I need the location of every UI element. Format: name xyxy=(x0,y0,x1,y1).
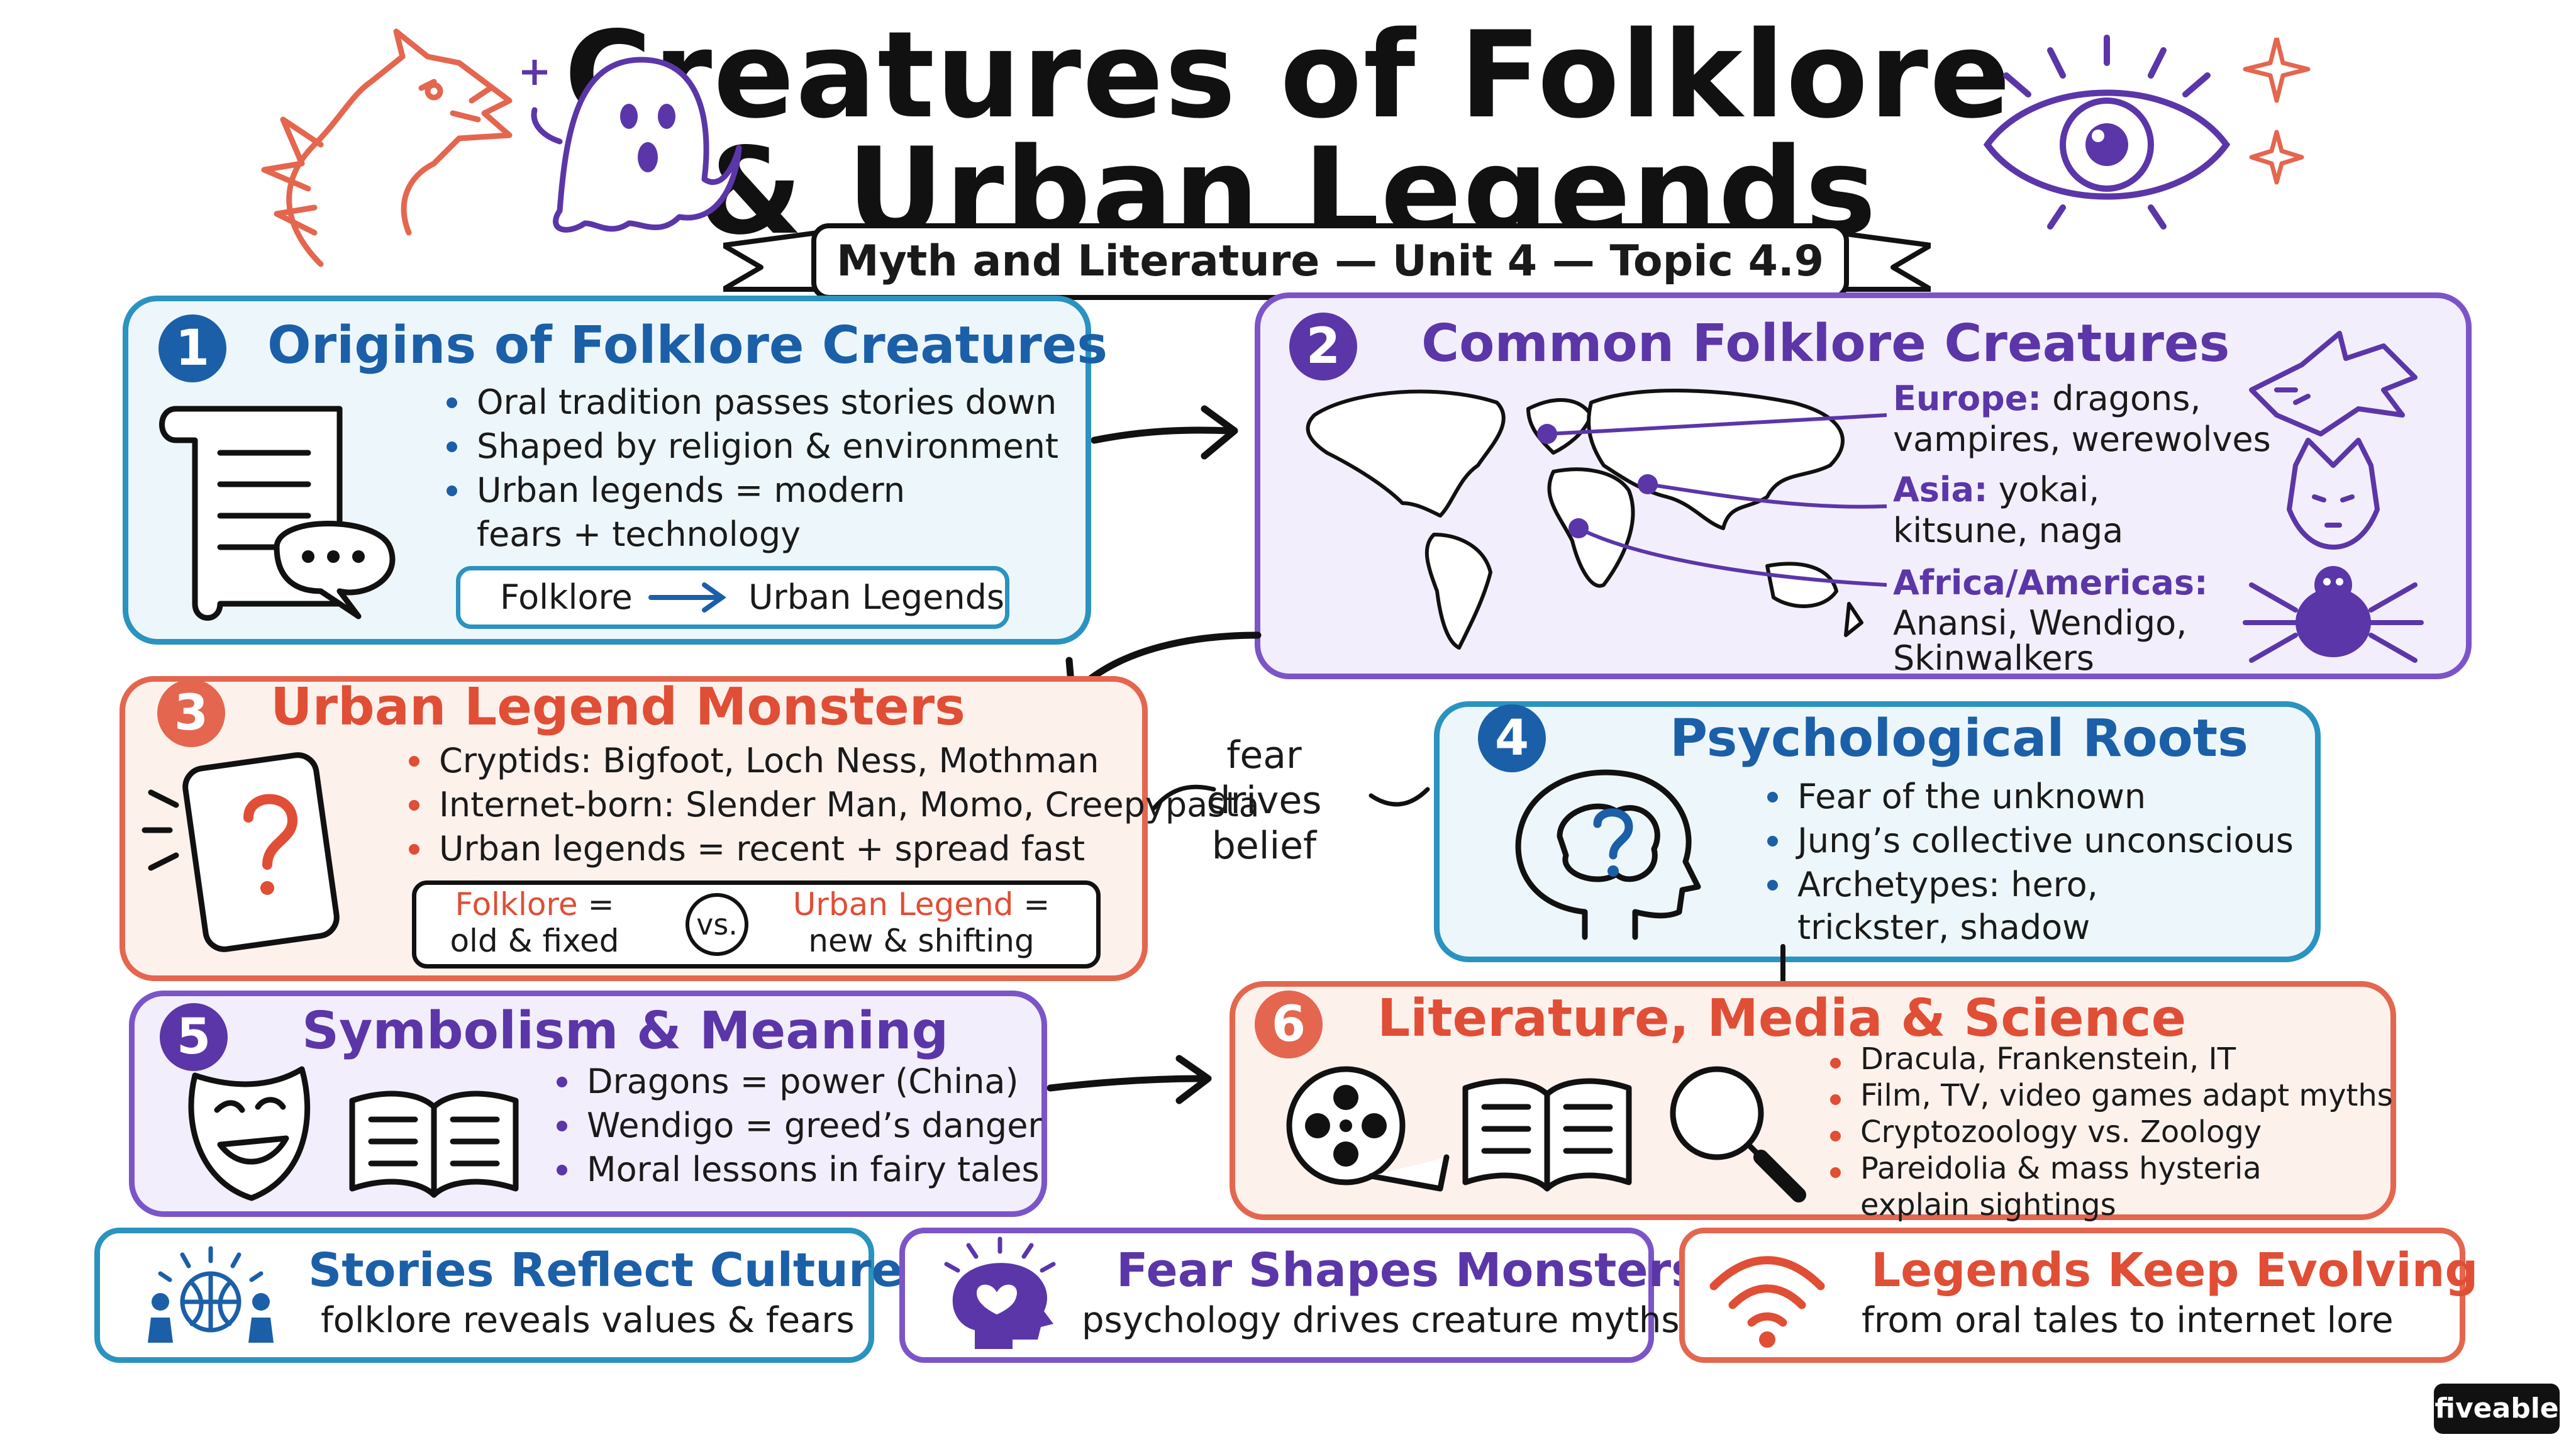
panel-1-title: Origins of Folklore Creatures xyxy=(267,316,1108,375)
takeaway-subtitle: folklore reveals values & fears xyxy=(321,1300,855,1341)
world-map-icon xyxy=(1306,389,1887,650)
panel-5-bullets: Dragons = power (China) Wendigo = greed’… xyxy=(550,1060,1042,1192)
region-africa-americas: Africa/Americas: xyxy=(1893,562,2208,604)
bullet: Urban legends = recent + spread fast xyxy=(402,827,1260,871)
panel-6-bullets: Dracula, Frankenstein, IT Film, TV, vide… xyxy=(1824,1041,2393,1187)
panel-2-number: 2 xyxy=(1289,313,1357,380)
compare-left-desc: old & fixed xyxy=(450,923,619,959)
region-asia: Asia: yokai, xyxy=(1893,469,2099,511)
connector-label: fear drives belief xyxy=(1195,733,1333,869)
takeaway-title: Fear Shapes Monsters xyxy=(1116,1243,1699,1297)
takeaway-subtitle: from oral tales to internet lore xyxy=(1862,1300,2394,1341)
globe-people-icon xyxy=(148,1246,274,1343)
bullet-continuation: trickster, shadow xyxy=(1797,908,2090,947)
bullet: Cryptozoology vs. Zoology xyxy=(1824,1114,2393,1150)
region-creatures: kitsune, naga xyxy=(1893,511,2124,550)
banner-ribbon-icon xyxy=(723,230,1931,292)
mask-book-icon xyxy=(188,1066,519,1201)
phone-question-icon xyxy=(142,752,340,952)
film-book-magnifier-icon xyxy=(1286,1066,1806,1202)
panel-6-number: 6 xyxy=(1255,991,1323,1058)
equals-sign: = xyxy=(587,886,614,923)
flow-to-label: Urban Legends xyxy=(748,577,1004,617)
connector-word: belief xyxy=(1211,824,1317,868)
bullet: Shaped by religion & environment xyxy=(440,425,1058,469)
takeaway-title: Stories Reflect Culture xyxy=(308,1243,903,1297)
compare-right-desc: new & shifting xyxy=(808,923,1035,959)
arrow-right-icon xyxy=(1047,1055,1212,1104)
brand-logo: fiveable xyxy=(2434,1384,2560,1434)
brain-head-icon xyxy=(1515,769,1701,940)
bullet: Oral tradition passes stories down xyxy=(440,380,1058,425)
compare-left-label: Folklore xyxy=(455,886,578,923)
takeaway-legends-evolving xyxy=(1679,1228,2465,1363)
bullet: Pareidolia & mass hysteria xyxy=(1824,1150,2393,1187)
region-creatures: Skinwalkers xyxy=(1893,638,2094,678)
bullet-continuation: fears + technology xyxy=(477,514,801,554)
compare-left: Folklore = xyxy=(434,886,635,923)
bullet: Jung’s collective unconscious xyxy=(1761,819,2294,863)
panel-2-title: Common Folklore Creatures xyxy=(1421,314,2230,374)
region-label: Asia: xyxy=(1893,470,1988,509)
wifi-icon xyxy=(1709,1256,1825,1348)
equals-sign: = xyxy=(1023,886,1050,923)
panel-4-bullets: Fear of the unknown Jung’s collective un… xyxy=(1761,775,2294,907)
connector-curve xyxy=(1152,784,1430,811)
takeaway-stories-culture xyxy=(94,1228,874,1363)
panel-psychological-roots xyxy=(1434,701,2321,962)
compare-right: Urban Legend = xyxy=(774,886,1069,923)
region-label: Europe: xyxy=(1893,379,2041,418)
connector-word: fear xyxy=(1226,733,1302,777)
subtitle-banner: Myth and Literature — Unit 4 — Topic 4.9 xyxy=(811,223,1849,300)
head-heart-icon xyxy=(944,1236,1056,1349)
panel-6-title: Literature, Media & Science xyxy=(1377,989,2187,1048)
creatures-icons xyxy=(2243,331,2424,663)
bullet: Fear of the unknown xyxy=(1761,775,2294,819)
panel-3-title: Urban Legend Monsters xyxy=(270,677,965,737)
bullet: Moral lessons in fairy tales xyxy=(550,1148,1042,1192)
panel-1-number: 1 xyxy=(158,314,226,382)
arrow-right-icon xyxy=(1091,405,1238,460)
arrow-right-icon xyxy=(648,582,726,613)
region-creatures: dragons, xyxy=(2052,379,2201,418)
bullet: Dracula, Frankenstein, IT xyxy=(1824,1041,2393,1077)
takeaway-subtitle: psychology drives creature myths xyxy=(1082,1300,1680,1341)
bullet: Archetypes: hero, xyxy=(1761,863,2294,907)
region-creatures: yokai, xyxy=(1998,470,2100,509)
page-title-line-1: Creatures of Folklore xyxy=(564,6,2012,145)
panel-3-bullets: Cryptids: Bigfoot, Loch Ness, Mothman In… xyxy=(402,739,1260,871)
region-creatures: Anansi, Wendigo, xyxy=(1893,603,2187,643)
panel-5-title: Symbolism & Meaning xyxy=(302,1001,949,1061)
panel-3-number: 3 xyxy=(157,679,225,747)
bullet: Dragons = power (China) xyxy=(550,1060,1042,1104)
folklore-vs-urban-box xyxy=(412,880,1101,969)
bullet: Film, TV, video games adapt myths xyxy=(1824,1077,2393,1114)
folklore-flow-box xyxy=(456,566,1009,629)
dragon-icon xyxy=(261,28,513,267)
connector-word: drives xyxy=(1206,779,1322,823)
sparkle-icon xyxy=(2243,38,2311,185)
bullet: Internet-born: Slender Man, Momo, Creepy… xyxy=(402,783,1260,827)
region-creatures: vampires, werewolves xyxy=(1893,419,2271,459)
compare-right-label: Urban Legend xyxy=(792,886,1014,923)
scroll-speech-icon xyxy=(159,406,396,621)
panel-5-number: 5 xyxy=(160,1003,228,1071)
bullet-continuation: explain sightings xyxy=(1860,1187,2116,1223)
region-label: Africa/Americas: xyxy=(1893,563,2208,602)
bullet: Wendigo = greed’s danger xyxy=(550,1104,1042,1148)
takeaway-title: Legends Keep Evolving xyxy=(1871,1243,2479,1297)
panel-4-number: 4 xyxy=(1478,704,1546,772)
bullet: Urban legends = modern xyxy=(440,469,1058,513)
flow-from-label: Folklore xyxy=(500,577,633,617)
eye-icon xyxy=(1983,35,2231,230)
panel-1-bullets: Oral tradition passes stories down Shape… xyxy=(440,380,1058,513)
bullet: Cryptids: Bigfoot, Loch Ness, Mothman xyxy=(402,739,1260,783)
ghost-icon xyxy=(522,57,742,233)
region-europe: Europe: dragons, xyxy=(1893,377,2201,420)
panel-4-title: Psychological Roots xyxy=(1670,709,2248,769)
vs-badge: vs. xyxy=(686,893,748,956)
